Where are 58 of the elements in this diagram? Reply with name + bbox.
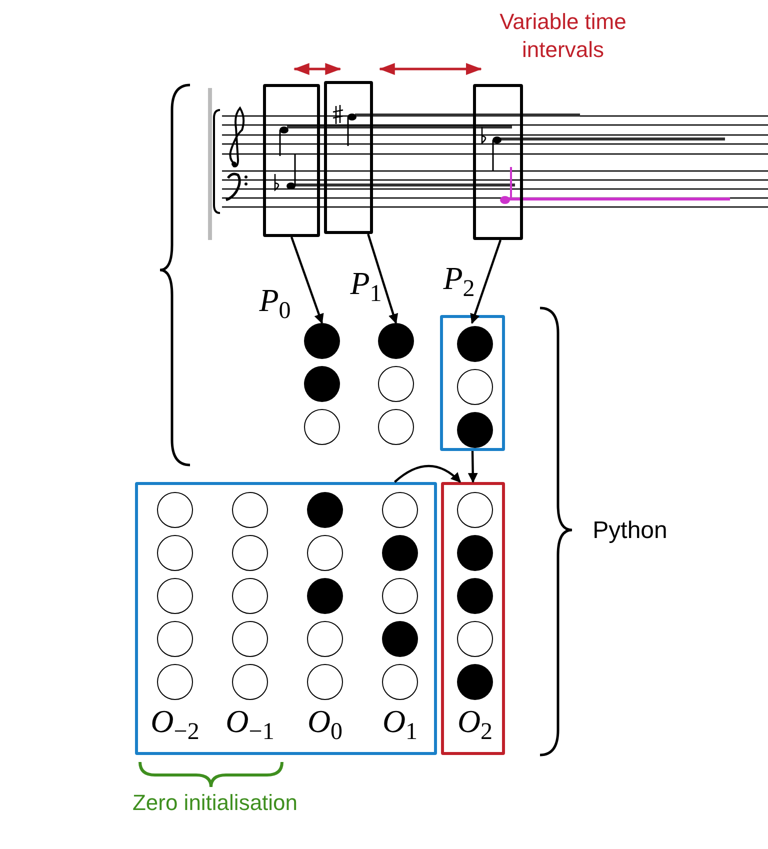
empty-circle (378, 366, 414, 402)
empty-circle (382, 664, 418, 700)
math-label: P$_{0}$ (258, 284, 292, 324)
math-label: O$_{−1}$ (224, 705, 276, 744)
arrow (468, 450, 478, 483)
empty-circle (307, 621, 343, 657)
selection-box (324, 81, 373, 234)
annotation-text: Python (592, 516, 668, 546)
arrow (290, 236, 324, 324)
filled-circle (304, 323, 340, 359)
empty-circle (232, 621, 268, 657)
empty-circle (457, 621, 493, 657)
empty-circle (304, 409, 340, 445)
annotation-text: Variable time intervals (498, 8, 628, 63)
empty-circle (157, 664, 193, 700)
filled-circle (457, 535, 493, 571)
filled-circle (382, 535, 418, 571)
filled-circle (378, 323, 414, 359)
empty-circle (232, 492, 268, 528)
matrix-box (135, 482, 437, 755)
empty-circle (232, 578, 268, 614)
empty-circle (307, 535, 343, 571)
filled-circle (382, 621, 418, 657)
vector-box (440, 315, 505, 451)
empty-circle (232, 535, 268, 571)
filled-circle (457, 578, 493, 614)
vector-box (441, 482, 505, 755)
math-label: O$_{−2}$ (150, 705, 200, 744)
arrow (470, 240, 502, 324)
selection-box (473, 84, 523, 240)
selection-box (263, 84, 320, 237)
filled-circle (307, 578, 343, 614)
empty-circle (157, 492, 193, 528)
empty-circle (157, 535, 193, 571)
filled-circle (457, 326, 493, 362)
empty-circle (157, 578, 193, 614)
empty-circle (307, 664, 343, 700)
empty-circle (378, 409, 414, 445)
math-label: O$_{2}$ (456, 705, 494, 744)
empty-circle (232, 664, 268, 700)
math-label: O$_{0}$ (306, 705, 344, 744)
empty-circle (382, 578, 418, 614)
math-label: P$_{2}$ (442, 262, 476, 302)
math-label: O$_{1}$ (381, 705, 419, 744)
filled-circle (457, 664, 493, 700)
filled-circle (307, 492, 343, 528)
arrow (394, 464, 461, 483)
annotation-text: Zero initialisation (131, 789, 299, 816)
math-label: P$_{1}$ (349, 267, 383, 306)
empty-circle (382, 492, 418, 528)
arrow (367, 234, 398, 324)
empty-circle (457, 369, 493, 405)
empty-circle (157, 621, 193, 657)
double-arrow (378, 63, 482, 75)
filled-circle (304, 366, 340, 402)
double-arrow (293, 63, 342, 75)
empty-circle (457, 492, 493, 528)
filled-circle (457, 412, 493, 448)
